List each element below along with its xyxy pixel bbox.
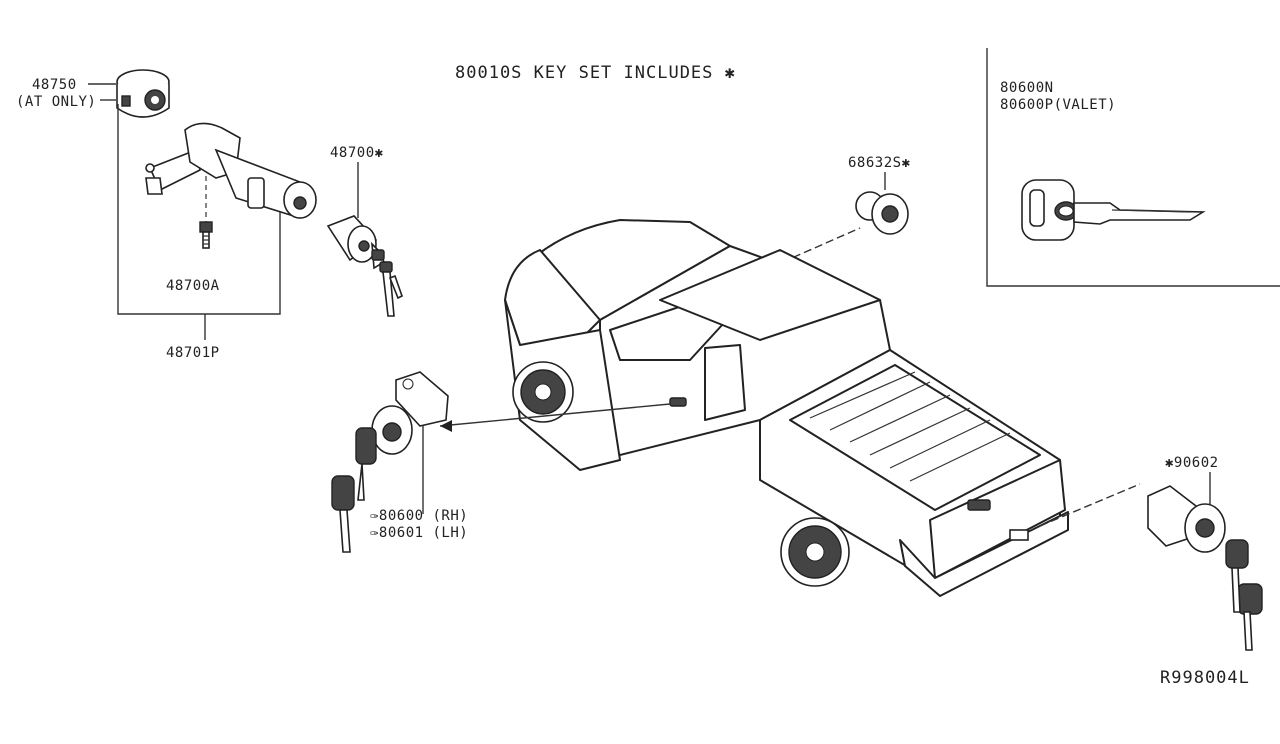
callout-bracket-left xyxy=(117,104,281,315)
key-part-number-2: 80600P(VALET) xyxy=(1000,97,1116,113)
label-48701P: 48701P xyxy=(166,345,220,361)
tailgate-lock-90602: ✱90602 xyxy=(1039,455,1263,651)
bed-ribs xyxy=(809,371,1011,482)
label-68632S: 68632S✱ xyxy=(848,155,911,171)
key-part-number-1: 80600N xyxy=(1000,80,1054,96)
label-80601-lh: ✑80601 (LH) xyxy=(370,525,468,541)
label-90602: ✱90602 xyxy=(1165,455,1219,471)
label-48700A: 48700A xyxy=(166,278,220,294)
ignition-switch-48750: 48750 (AT ONLY) xyxy=(16,69,170,118)
lock-cylinder-68632S: 68632S✱ xyxy=(759,155,911,273)
key-set-header: 80010S KEY SET INCLUDES ✱ xyxy=(455,63,736,83)
steering-lock-assembly xyxy=(145,122,317,222)
door-lock-80600: ✑80600 (RH) ✑80601 (LH) xyxy=(331,371,671,553)
label-48750: 48750 xyxy=(32,77,77,93)
bolt-48700A: 48700A 48701P xyxy=(166,221,220,361)
diagram-reference-code: R998004L xyxy=(1160,668,1250,688)
truck-illustration xyxy=(504,219,1069,597)
label-80600-rh: ✑80600 (RH) xyxy=(370,508,468,524)
ignition-cylinder-48700: 48700✱ xyxy=(326,145,403,317)
key-inset-panel: 80600N 80600P(VALET) xyxy=(986,48,1280,287)
label-48700: 48700✱ xyxy=(330,145,384,161)
label-48750-note: (AT ONLY) xyxy=(16,94,96,110)
key-icon xyxy=(1021,179,1206,241)
